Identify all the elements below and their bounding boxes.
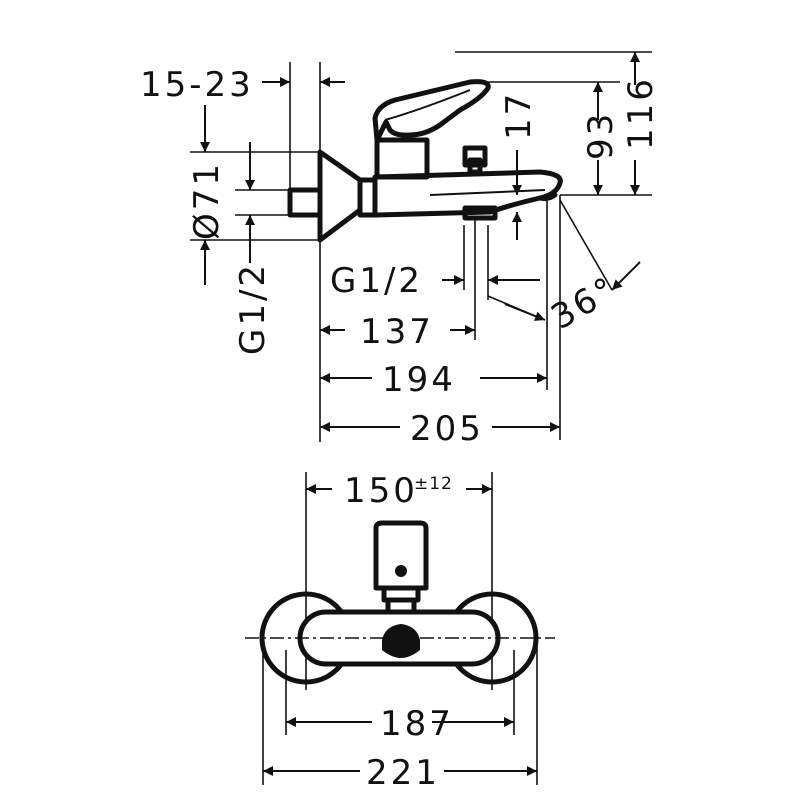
label-centres-tolerance: ±12	[414, 474, 453, 494]
label-length-137: 137	[360, 312, 434, 352]
mixer-front-body	[245, 520, 555, 685]
label-height-93: 93	[581, 111, 621, 160]
label-thread-bottom: G1/2	[330, 261, 423, 301]
label-height-116: 116	[621, 76, 661, 150]
dim-depth-adjust: 15-23	[140, 65, 345, 105]
dim-length-137: 137	[320, 312, 475, 352]
side-extension-lines	[190, 51, 652, 442]
dim-diameter: Ø71	[187, 105, 227, 285]
label-lever-height: 17	[499, 91, 539, 140]
dim-width-221: 221	[263, 753, 537, 793]
dim-thread-bottom: G1/2	[330, 261, 540, 301]
label-diameter: Ø71	[187, 161, 227, 240]
mixer-body	[287, 79, 563, 243]
dim-lever-height: 17	[499, 91, 539, 240]
dim-height-93: 93	[581, 82, 621, 195]
label-centres: 150	[344, 471, 418, 511]
dim-length-194: 194	[320, 360, 547, 400]
dim-height-116: 116	[621, 52, 661, 195]
label-depth-adjust: 15-23	[140, 65, 254, 105]
dim-spout-angle: 36°	[504, 261, 641, 338]
dim-centres: 150 ±12	[306, 471, 492, 511]
side-view: 15-23 Ø71 G1/2 17 93	[140, 51, 661, 449]
label-width-221: 221	[366, 753, 440, 793]
label-thread-left: G1/2	[233, 262, 273, 355]
label-length-205: 205	[410, 409, 484, 449]
label-width-187: 187	[380, 704, 454, 744]
dim-thread-left: G1/2	[233, 142, 273, 355]
label-length-194: 194	[382, 360, 456, 400]
label-spout-angle: 36°	[545, 269, 625, 338]
dim-length-205: 205	[320, 409, 560, 449]
front-view: 150 ±12 187 221	[245, 471, 555, 793]
dim-width-187: 187	[286, 704, 514, 744]
